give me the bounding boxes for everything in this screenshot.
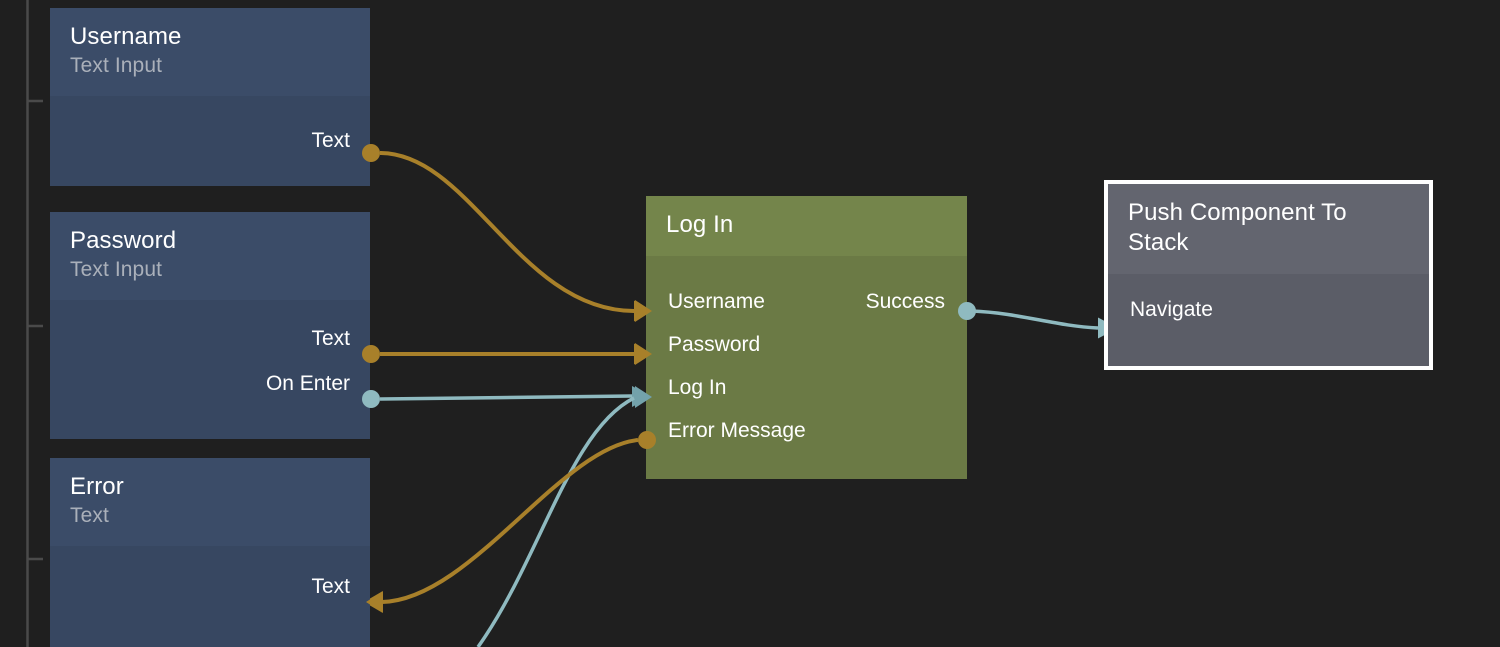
- port-label-login-login: Log In: [668, 376, 727, 399]
- port-dot-password-text-output[interactable]: [362, 345, 380, 363]
- wire-username-text-to-login-username: [379, 151, 635, 313]
- port-label-password-text: Text: [311, 327, 350, 350]
- port-label-login-errormessage: Error Message: [668, 419, 806, 442]
- node-login-title: Log In: [666, 211, 734, 238]
- port-arrow-login-login-input[interactable]: [635, 386, 652, 408]
- port-dot-username-text-output[interactable]: [362, 144, 380, 162]
- port-label-login-username: Username: [668, 290, 765, 313]
- node-push-component-to-stack[interactable]: Push Component To Stack Navigate: [1104, 180, 1433, 370]
- port-row-error-text[interactable]: Text: [50, 573, 370, 601]
- node-password[interactable]: Password Text Input Text On Enter: [50, 212, 370, 439]
- node-error-body: Text: [50, 546, 370, 647]
- port-row-login-errormessage[interactable]: Error Message: [646, 417, 967, 445]
- port-row-login-password[interactable]: Password: [646, 331, 967, 359]
- node-password-body: Text On Enter: [50, 300, 370, 439]
- port-arrow-login-username-input[interactable]: [635, 300, 652, 322]
- port-arrow-error-text-input[interactable]: [366, 591, 383, 613]
- wire-offscreen-to-login-login: [476, 396, 635, 647]
- port-label-push-navigate: Navigate: [1130, 298, 1213, 321]
- node-push-component-title: Push Component To Stack: [1128, 199, 1347, 256]
- node-username[interactable]: Username Text Input Text: [50, 8, 370, 186]
- node-username-header[interactable]: Username Text Input: [50, 8, 370, 96]
- node-error-subtitle: Text: [70, 504, 109, 527]
- node-username-body: Text: [50, 96, 370, 186]
- wire-login-errormessage-to-error-text: [381, 438, 639, 604]
- node-push-component-body: Navigate: [1108, 274, 1429, 366]
- node-error-header[interactable]: Error Text: [50, 458, 370, 546]
- port-arrow-login-password-input[interactable]: [635, 343, 652, 365]
- port-row-push-navigate[interactable]: Navigate: [1108, 296, 1429, 324]
- port-row-username-text[interactable]: Text: [50, 127, 370, 155]
- port-label-username-text: Text: [311, 129, 350, 152]
- port-label-error-text: Text: [311, 575, 350, 598]
- node-password-title: Password: [70, 227, 177, 254]
- wire-login-success-to-push-navigate: [971, 309, 1099, 330]
- port-dot-password-onenter-output[interactable]: [362, 390, 380, 408]
- port-label-login-success: Success: [865, 290, 945, 313]
- node-username-subtitle: Text Input: [70, 54, 163, 77]
- port-dot-login-success-output[interactable]: [958, 302, 976, 320]
- node-push-component-header[interactable]: Push Component To Stack: [1108, 184, 1429, 274]
- node-username-title: Username: [70, 23, 182, 50]
- port-label-password-onenter: On Enter: [265, 372, 350, 395]
- port-row-login-username-success[interactable]: Username Success: [646, 288, 967, 316]
- node-login-body: Username Success Password Log In Error M…: [646, 256, 967, 479]
- node-error[interactable]: Error Text Text: [50, 458, 370, 647]
- node-error-title: Error: [70, 473, 124, 500]
- node-login-header[interactable]: Log In: [646, 196, 967, 256]
- port-row-password-text[interactable]: Text: [50, 325, 370, 353]
- port-label-login-password: Password: [668, 333, 761, 356]
- node-password-subtitle: Text Input: [70, 258, 163, 281]
- node-login[interactable]: Log In Username Success Password Log In …: [646, 196, 967, 479]
- port-row-password-onenter[interactable]: On Enter: [50, 370, 370, 398]
- port-row-login-login[interactable]: Log In: [646, 374, 967, 402]
- node-password-header[interactable]: Password Text Input: [50, 212, 370, 300]
- wire-password-onenter-to-login-login: [379, 394, 633, 401]
- port-dot-login-errormessage-output[interactable]: [638, 431, 656, 449]
